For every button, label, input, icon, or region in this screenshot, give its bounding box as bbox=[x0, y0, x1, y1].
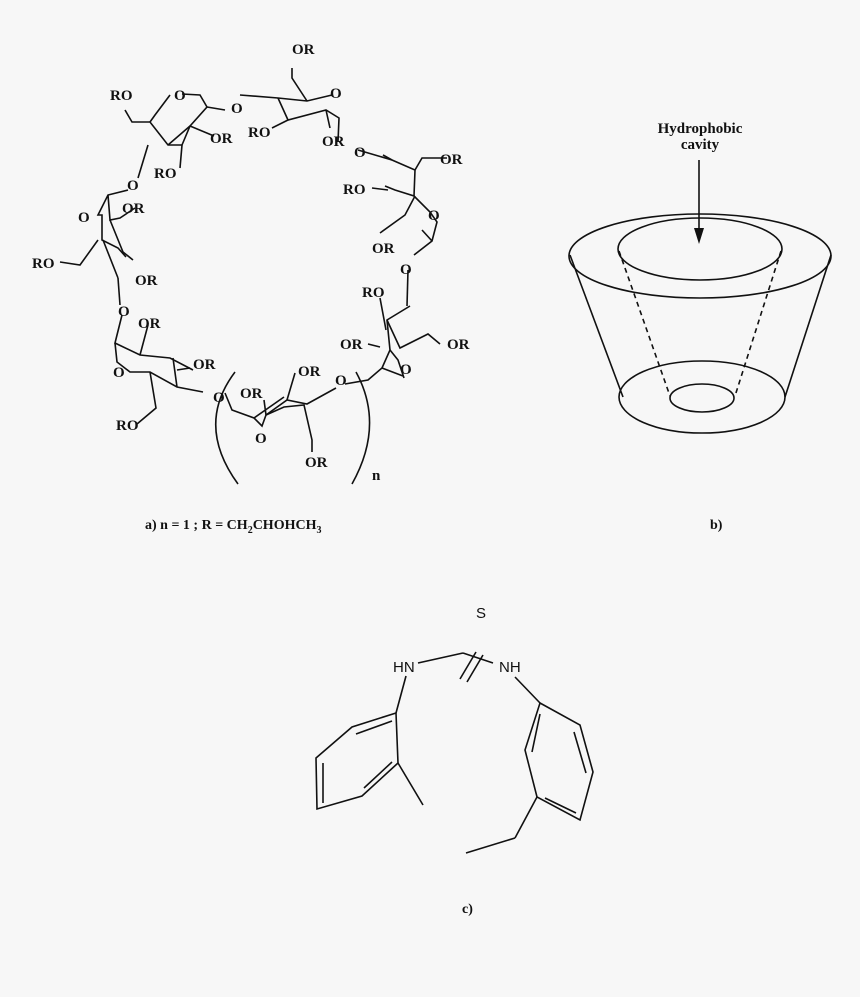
svg-text:O: O bbox=[400, 262, 412, 278]
cyclodextrin-atom-labels: OR RO O O O OR RO OR O RO OR RO O OR O O… bbox=[32, 42, 470, 484]
svg-text:O: O bbox=[127, 178, 139, 194]
svg-text:O: O bbox=[400, 362, 412, 378]
svg-text:OR: OR bbox=[305, 455, 328, 471]
panel-a-caption: a) n = 1 ; R = CH2CHOHCH3 bbox=[145, 518, 322, 536]
svg-text:RO: RO bbox=[116, 418, 139, 434]
svg-text:RO: RO bbox=[32, 256, 55, 272]
svg-text:OR: OR bbox=[298, 364, 321, 380]
svg-text:OR: OR bbox=[292, 42, 315, 58]
svg-text:RO: RO bbox=[110, 88, 133, 104]
svg-text:RO: RO bbox=[248, 125, 271, 141]
svg-text:RO: RO bbox=[343, 182, 366, 198]
svg-text:OR: OR bbox=[135, 273, 158, 289]
svg-text:O: O bbox=[118, 304, 130, 320]
svg-text:O: O bbox=[78, 210, 90, 226]
svg-text:O: O bbox=[174, 88, 186, 104]
svg-text:O: O bbox=[335, 373, 347, 389]
panel-c-caption: c) bbox=[462, 902, 473, 917]
svg-text:OR: OR bbox=[240, 386, 263, 402]
svg-text:OR: OR bbox=[447, 337, 470, 353]
svg-text:OR: OR bbox=[138, 316, 161, 332]
svg-text:O: O bbox=[428, 208, 440, 224]
thiourea-structure bbox=[315, 651, 594, 854]
svg-text:OR: OR bbox=[122, 201, 145, 217]
svg-text:OR: OR bbox=[440, 152, 463, 168]
svg-text:OR: OR bbox=[193, 357, 216, 373]
svg-text:OR: OR bbox=[340, 337, 363, 353]
svg-text:S: S bbox=[476, 605, 486, 622]
thiourea-atom-labels: S HN NH bbox=[393, 605, 521, 676]
svg-text:O: O bbox=[113, 365, 125, 381]
svg-text:O: O bbox=[330, 86, 342, 102]
svg-text:O: O bbox=[231, 101, 243, 117]
svg-text:RO: RO bbox=[362, 285, 385, 301]
svg-text:cavity: cavity bbox=[681, 137, 720, 153]
svg-text:NH: NH bbox=[499, 659, 521, 676]
svg-text:O: O bbox=[354, 145, 366, 161]
svg-text:RO: RO bbox=[154, 166, 177, 182]
svg-text:OR: OR bbox=[210, 131, 233, 147]
svg-text:Hydrophobic: Hydrophobic bbox=[658, 121, 743, 137]
svg-text:O: O bbox=[213, 390, 225, 406]
cavity-arrow-head bbox=[694, 228, 704, 244]
svg-text:OR: OR bbox=[322, 134, 345, 150]
svg-text:HN: HN bbox=[393, 659, 415, 676]
svg-text:n: n bbox=[372, 468, 381, 484]
svg-text:OR: OR bbox=[372, 241, 395, 257]
cyclodextrin-structure bbox=[59, 68, 447, 485]
cavity-annotation: Hydrophobic cavity bbox=[658, 121, 743, 153]
panel-b-caption: b) bbox=[710, 518, 723, 533]
svg-text:O: O bbox=[255, 431, 267, 447]
cyclodextrin-cone-diagram bbox=[568, 160, 832, 434]
